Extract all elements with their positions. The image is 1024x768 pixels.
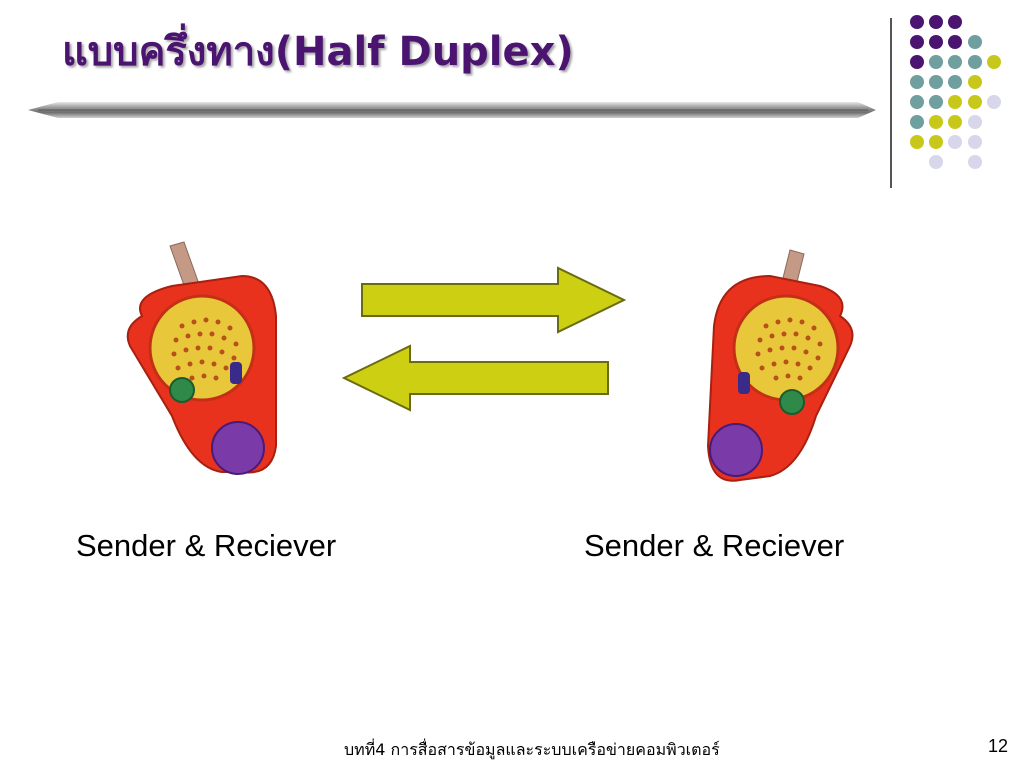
title-underline	[28, 102, 876, 118]
footer-chapter-text: บทที่4 การสื่อสารข้อมูลและระบบเครือข่ายค…	[344, 740, 720, 759]
decorative-dot-grid	[910, 15, 1001, 169]
walkie-talkie-icon-left	[126, 241, 277, 475]
dot-row-4	[910, 75, 982, 89]
corner-divider-line	[890, 18, 892, 188]
dot-row-8	[929, 155, 982, 169]
dot-row-6	[910, 115, 982, 129]
dot-row-5	[910, 95, 1001, 109]
page-number: 12	[988, 736, 1009, 756]
dot-row-1	[910, 15, 962, 29]
right-device-label: Sender & Reciever	[584, 528, 845, 563]
left-device-label: Sender & Reciever	[76, 528, 337, 563]
slide-title: แบบครึ่งทาง(Half Duplex)	[62, 29, 574, 75]
dot-row-3	[910, 55, 1001, 69]
arrow-right-icon	[361, 266, 627, 334]
walkie-talkie-icon-right	[706, 249, 854, 482]
dot-row-2	[910, 35, 982, 49]
dot-row-7	[910, 135, 982, 149]
arrow-left-icon	[341, 344, 609, 412]
